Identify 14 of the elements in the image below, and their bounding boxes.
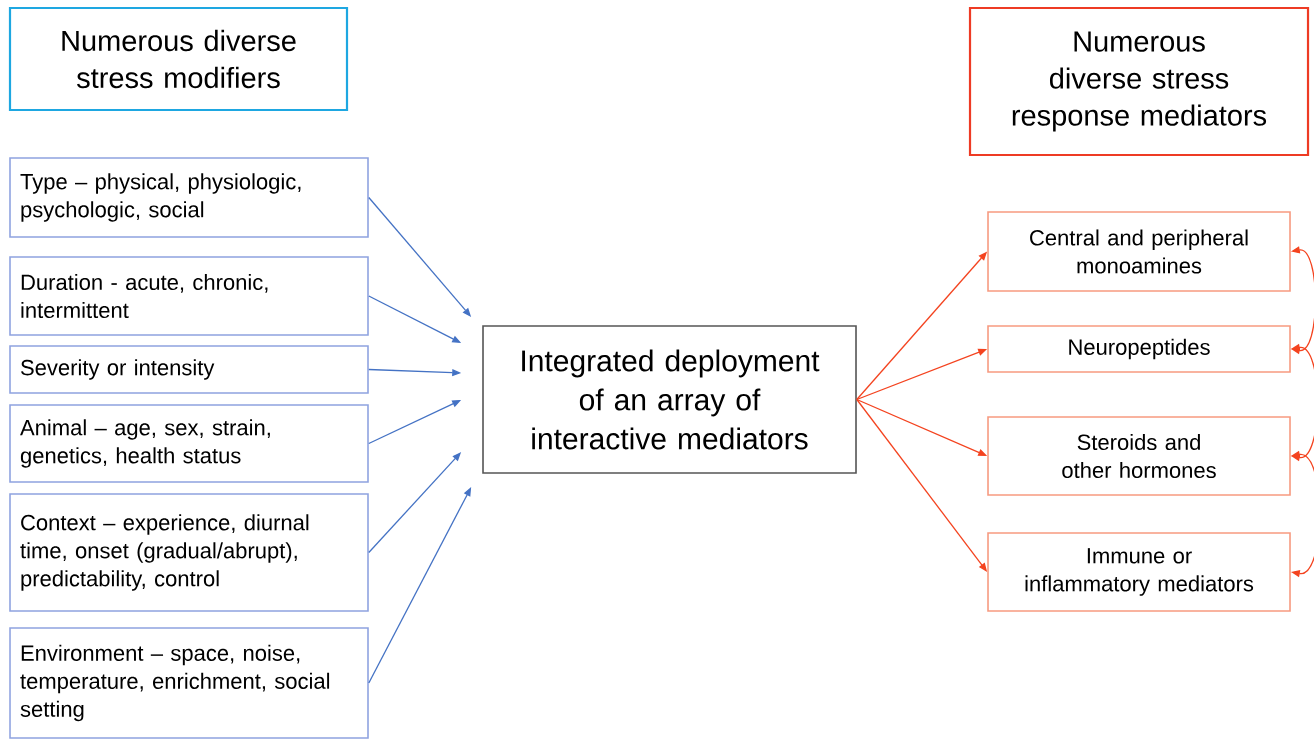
modifier-box: Environment – space, noise, temperature, enrichment, social setting <box>9 627 369 739</box>
arrow <box>368 487 472 684</box>
modifier-box: Severity or intensity <box>9 345 369 394</box>
modifier-box: Animal – age, sex, strain, genetics, health status <box>9 404 369 483</box>
process-box: Integrated deployment of an array of interactive mediators <box>482 325 857 474</box>
mediator-box: Central and peripheral monoamines <box>987 211 1291 292</box>
mediator-box: Neuropeptides <box>987 325 1291 373</box>
heading-box: Numerous diverse stress modifiers <box>8 6 349 112</box>
heading-box: Numerous diverse stress response mediators <box>968 6 1310 157</box>
modifier-box: Type – physical, physiologic, psychologic, social <box>9 157 369 238</box>
modifier-box: Context – experience, diurnal time, onset (gradual/abrupt), predictability, control <box>9 493 369 612</box>
mediator-box: Immune or inflammatory mediators <box>987 532 1291 612</box>
mediator-box: Steroids and other hormones <box>987 416 1291 496</box>
modifier-box: Duration - acute, chronic, intermittent <box>9 256 369 336</box>
